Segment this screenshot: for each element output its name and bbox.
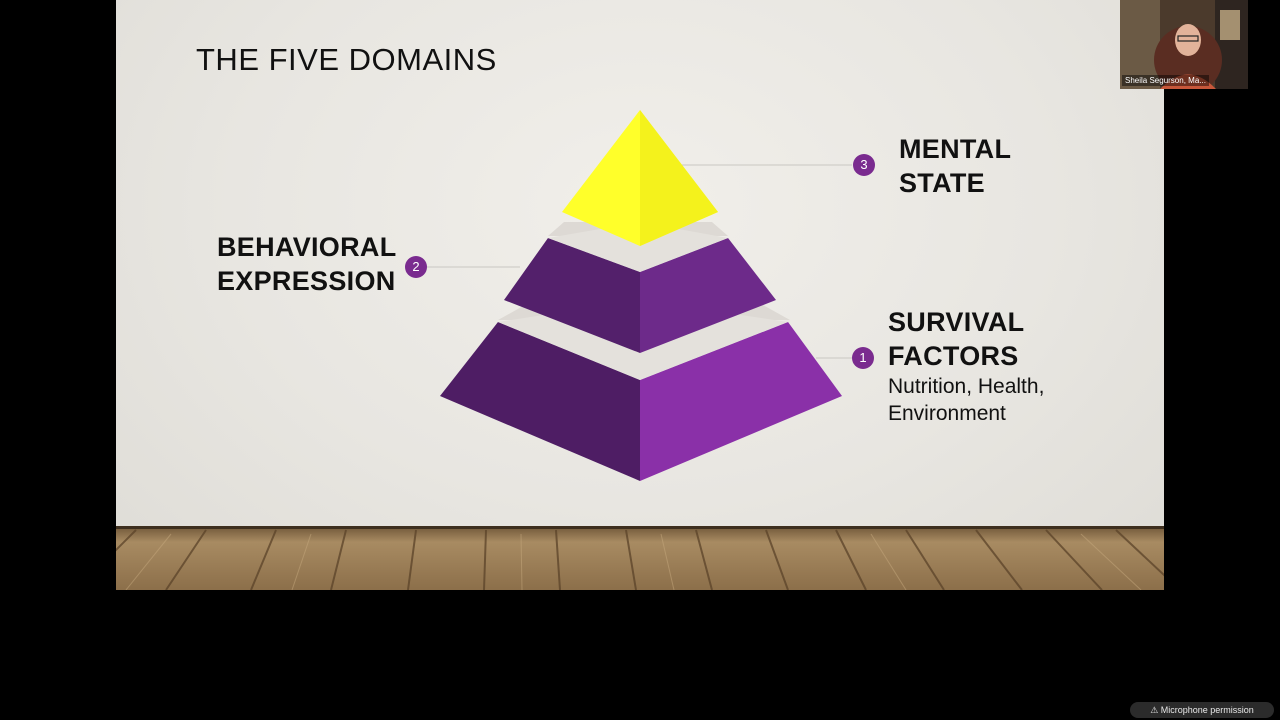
- label-behavioral-expression: BEHAVIORAL EXPRESSION: [217, 230, 397, 298]
- label-mental-state: MENTAL STATE: [899, 132, 1011, 200]
- label-behavioral-line1: BEHAVIORAL: [217, 232, 397, 262]
- pyramid-diagram: [427, 110, 852, 481]
- label-behavioral-line2: EXPRESSION: [217, 266, 396, 296]
- slide-title: THE FIVE DOMAINS: [196, 42, 497, 77]
- webcam-thumbnail[interactable]: Sheila Segurson, Ma...: [1120, 0, 1248, 89]
- survival-detail-line2: Environment: [888, 402, 1006, 425]
- badge-level-2: 2: [405, 256, 427, 278]
- middle-tier-left: [504, 238, 640, 353]
- bottom-tier-left: [440, 322, 640, 481]
- label-mental-state-line1: MENTAL: [899, 134, 1012, 164]
- wooden-floor: [116, 526, 1164, 590]
- microphone-permission-button[interactable]: ⚠ Microphone permission: [1130, 702, 1274, 718]
- top-tier-shade: [640, 110, 718, 246]
- label-survival-factors: SURVIVAL FACTORS: [888, 305, 1024, 373]
- participant-name: Sheila Segurson, Ma...: [1122, 75, 1209, 86]
- label-mental-state-line2: STATE: [899, 168, 985, 198]
- slide-canvas: THE FIVE DOMAINS 3 MENTAL STATE 2 BEHAVI…: [116, 0, 1164, 590]
- label-survival-line1: SURVIVAL: [888, 307, 1025, 337]
- badge-level-3: 3: [853, 154, 875, 176]
- middle-tier-top-face: [548, 222, 728, 272]
- badge-level-1: 1: [852, 347, 874, 369]
- label-survival-line2: FACTORS: [888, 341, 1019, 371]
- webcam-video: [1120, 0, 1248, 89]
- bottom-tier-right: [640, 322, 842, 481]
- survival-detail-line1: Nutrition, Health,: [888, 375, 1045, 398]
- middle-tier-right: [640, 238, 776, 353]
- survival-factors-detail: Nutrition, Health, Environment: [888, 373, 1044, 427]
